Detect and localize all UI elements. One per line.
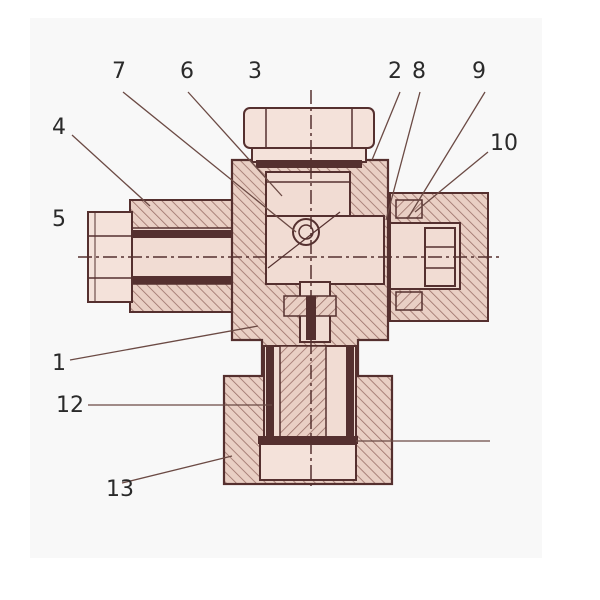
label-4: 4 xyxy=(52,115,66,140)
leader-lines xyxy=(69,91,490,484)
bottom-connector xyxy=(222,345,394,486)
label-5: 5 xyxy=(52,207,66,232)
label-2: 2 xyxy=(388,59,402,84)
top-hex-plug xyxy=(243,107,375,168)
label-12: 12 xyxy=(56,393,84,418)
bottom-gasket xyxy=(259,443,357,481)
label-8: 8 xyxy=(412,59,426,84)
label-10: 10 xyxy=(490,131,518,156)
left-connector xyxy=(87,199,235,313)
label-1: 1 xyxy=(52,351,66,376)
label-7: 7 xyxy=(112,59,126,84)
valve-body xyxy=(230,158,390,392)
label-3: 3 xyxy=(248,59,262,84)
part-labels: 7 6 3 2 8 9 10 4 5 1 12 13 xyxy=(52,59,518,502)
center-lines xyxy=(78,90,500,490)
label-13: 13 xyxy=(106,477,134,502)
label-6: 6 xyxy=(180,59,194,84)
label-9: 9 xyxy=(472,59,486,84)
ball xyxy=(292,218,320,246)
